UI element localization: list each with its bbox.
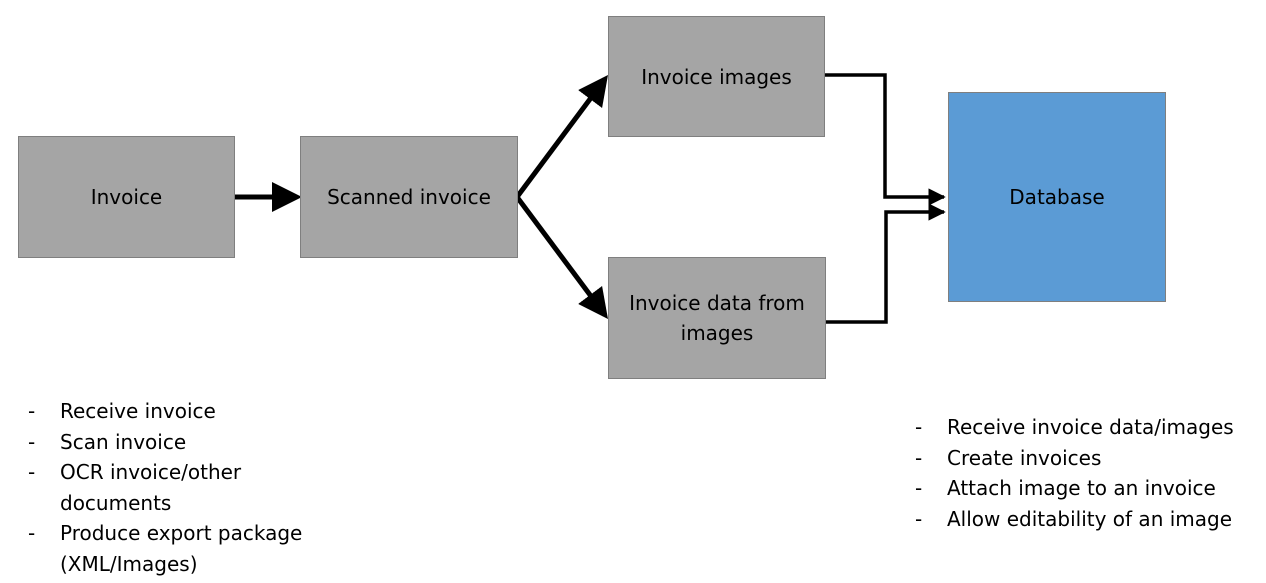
node-invoice: Invoice bbox=[18, 136, 235, 258]
list-item-text: Allow editability of an image bbox=[947, 506, 1233, 531]
bullet-dash: - bbox=[28, 429, 36, 454]
list-item-text: OCR invoice/other documents bbox=[60, 460, 242, 515]
list-item-text: Scan invoice bbox=[60, 429, 187, 454]
list-item-text: Receive invoice bbox=[60, 399, 216, 423]
edge-scanned-to-data bbox=[514, 195, 608, 320]
bullet-dash: - bbox=[28, 521, 36, 545]
node-invoice-data-label: Invoice data from images bbox=[629, 291, 805, 345]
list-item: -Scan invoice bbox=[28, 427, 328, 458]
edge-scanned-to-images bbox=[514, 74, 608, 199]
bullet-dash: - bbox=[915, 415, 923, 439]
bullet-dash: - bbox=[28, 460, 36, 484]
list-item-text: Attach image to an invoice bbox=[947, 476, 1216, 500]
node-scanned-invoice: Scanned invoice bbox=[300, 136, 518, 258]
list-item-text: Create invoices bbox=[947, 445, 1102, 470]
list-item: -Produce export package (XML/Images) bbox=[28, 518, 328, 579]
edge-data-to-database bbox=[825, 203, 946, 324]
bullet-dash: - bbox=[915, 476, 923, 500]
list-item: -Attach image to an invoice bbox=[915, 473, 1255, 504]
node-invoice-data: Invoice data from images bbox=[608, 257, 826, 379]
node-invoice-images: Invoice images bbox=[608, 16, 825, 137]
node-invoice-images-label: Invoice images bbox=[641, 64, 792, 89]
list-item: -Receive invoice data/images bbox=[915, 412, 1255, 443]
bullet-dash: - bbox=[915, 445, 923, 470]
node-invoice-label: Invoice bbox=[90, 185, 163, 209]
list-item-text: Receive invoice data/images bbox=[947, 415, 1234, 439]
left-notes-list: -Receive invoice -Scan invoice -OCR invo… bbox=[28, 396, 328, 579]
node-database-label: Database bbox=[1009, 185, 1105, 209]
list-item-text: Produce export package (XML/Images) bbox=[60, 521, 303, 576]
bullet-dash: - bbox=[915, 506, 923, 531]
bullet-dash: - bbox=[28, 399, 36, 423]
node-database: Database bbox=[948, 92, 1166, 302]
list-item: -OCR invoice/other documents bbox=[28, 457, 328, 518]
edge-images-to-database bbox=[825, 73, 946, 206]
list-item: -Create invoices bbox=[915, 443, 1255, 474]
list-item: -Receive invoice bbox=[28, 396, 328, 427]
right-notes-list: -Receive invoice data/images -Create inv… bbox=[915, 412, 1255, 534]
list-item: -Allow editability of an image bbox=[915, 504, 1255, 535]
node-scanned-invoice-label: Scanned invoice bbox=[327, 185, 491, 209]
